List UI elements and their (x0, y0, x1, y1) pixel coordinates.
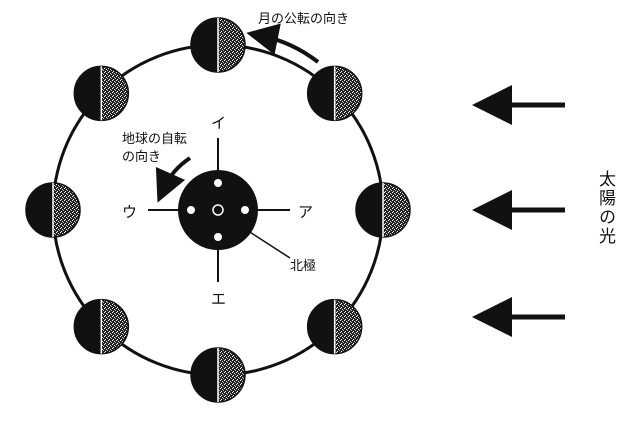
label-i: イ (211, 114, 226, 132)
moons (25, 17, 411, 403)
moon-dark-half (26, 183, 53, 237)
north-pole-leader (221, 213, 291, 259)
label-earth-rotation-1: 地球の自転 (122, 132, 187, 147)
moon (355, 182, 411, 238)
moon-dark-half (307, 299, 335, 354)
point-dot-e (214, 233, 222, 241)
point-dot-i (214, 179, 222, 187)
north-pole-mark (212, 204, 224, 216)
label-u: ウ (122, 203, 137, 221)
moon-dark-half (74, 299, 102, 354)
moon-dark-half (356, 183, 383, 237)
moon (190, 347, 246, 403)
moon-lit-half (383, 183, 410, 237)
moon-dark-half (191, 18, 218, 72)
moon (73, 65, 130, 122)
moon-lit-half (101, 299, 129, 354)
moon (73, 298, 130, 355)
label-north-pole: 北極 (290, 258, 316, 274)
point-dot-u (187, 206, 195, 214)
moon-lit-half (53, 183, 80, 237)
label-sunlight: 太陽の光 (595, 170, 616, 246)
point-dot-a (241, 206, 249, 214)
moon-lit-half (218, 348, 245, 402)
earth-rotation-arrow-icon (155, 156, 192, 203)
moon-dark-half (307, 66, 335, 121)
moon-lit-half (334, 66, 362, 121)
moon-dark-half (74, 66, 102, 121)
moon (306, 298, 363, 355)
label-moon-revolution: 月の公転の向き (258, 11, 349, 27)
moon (306, 65, 363, 122)
moon-lit-half (101, 66, 129, 121)
moon (190, 17, 246, 73)
label-e: エ (211, 290, 226, 308)
moon-revolution-arrow-icon (246, 23, 320, 64)
label-earth-rotation-2: の向き (122, 149, 161, 165)
label-a: ア (298, 203, 313, 221)
moon-lit-half (218, 18, 245, 72)
moon (25, 182, 81, 238)
moon-lit-half (334, 299, 362, 354)
moon-dark-half (191, 348, 218, 402)
